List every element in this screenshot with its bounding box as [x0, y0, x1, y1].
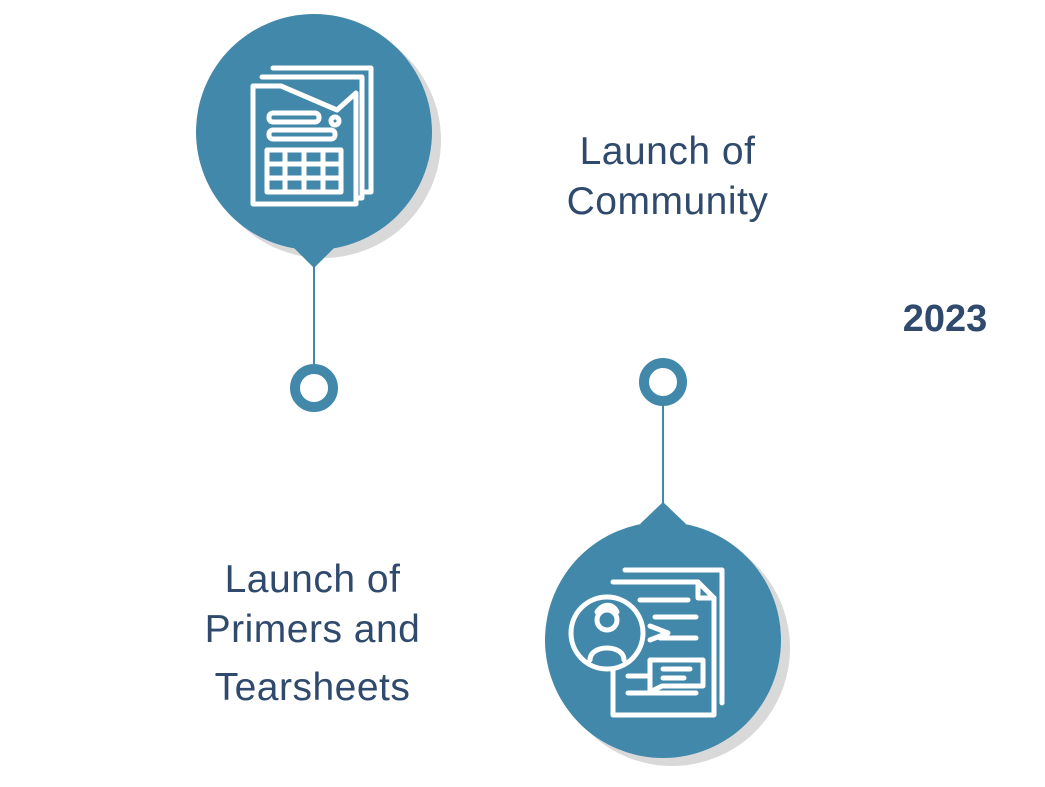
- milestone-title: Community: [566, 180, 769, 223]
- milestone-line-2: Primers and: [170, 605, 455, 663]
- milestone-community-marker: [196, 14, 441, 412]
- marker-pointer: [290, 244, 338, 268]
- milestone-prefix: Launch of: [579, 130, 756, 173]
- marker-pointer: [640, 502, 686, 524]
- milestone-prefix: Launch of: [224, 558, 401, 601]
- timeline-node: [290, 364, 338, 412]
- milestone-community-label: Launch of Community: [535, 127, 800, 227]
- milestone-title-b: Tearsheets: [214, 666, 411, 709]
- financial-documents-icon: [250, 65, 374, 207]
- user-chat-document-icon: [568, 567, 725, 718]
- milestone-primers-marker: [545, 358, 790, 766]
- milestone-joiner: and: [342, 608, 421, 651]
- year-label: 2023: [902, 298, 988, 340]
- milestone-primers-label: Launch of Primers and Tearsheets: [170, 555, 455, 713]
- timeline-node: [639, 358, 687, 406]
- milestone-title-a: Primers: [204, 608, 343, 651]
